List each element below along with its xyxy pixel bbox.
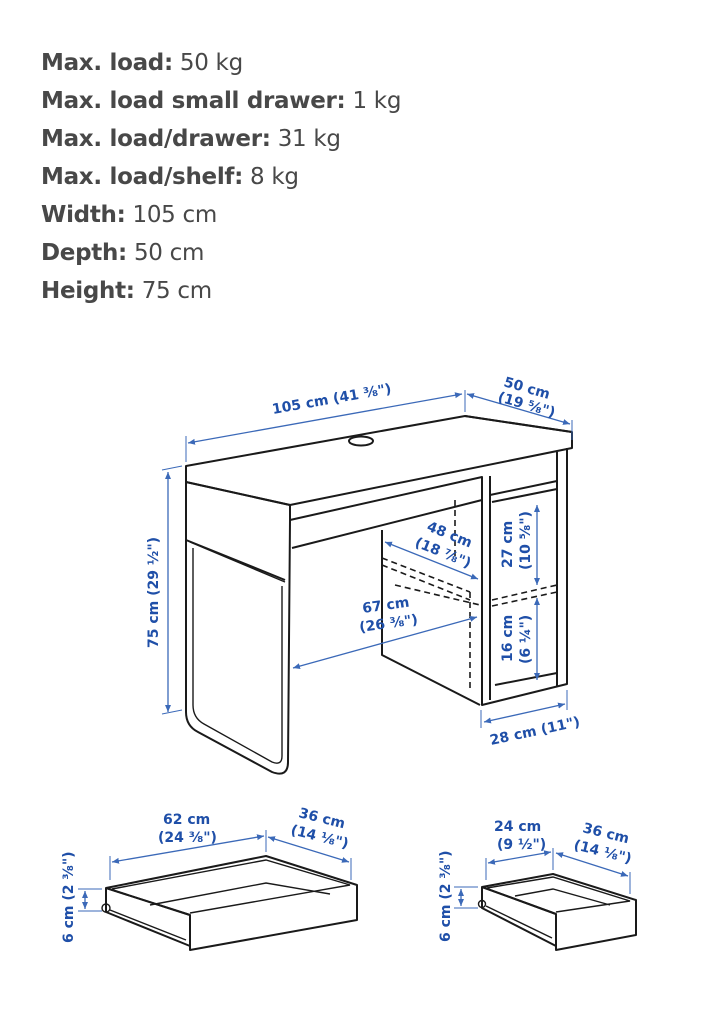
svg-text:(24 ⅜"): (24 ⅜")	[158, 830, 217, 846]
large-drawer-dimensions: 62 cm (24 ⅜") 36 cm (14 ⅛") 6 cm (2 ⅜")	[61, 805, 352, 943]
small-drawer-drawing	[477, 873, 637, 951]
svg-text:6 cm (2 ⅜"): 6 cm (2 ⅜")	[61, 851, 77, 943]
spec-max-load-small-drawer: Max. load small drawer: 1 kg	[41, 88, 402, 114]
svg-text:28 cm (11"): 28 cm (11")	[489, 714, 582, 749]
svg-text:75 cm (29 ½"): 75 cm (29 ½")	[146, 537, 162, 648]
desk-dimensions: 105 cm (41 ⅜") 50 cm (19 ⅝") 75 cm (29 ½…	[146, 374, 582, 748]
large-drawer-drawing	[101, 855, 358, 951]
spec-depth: Depth: 50 cm	[41, 240, 205, 266]
spec-list: Max. load: 50 kg Max. load small drawer:…	[41, 44, 401, 310]
svg-text:6 cm (2 ⅜"): 6 cm (2 ⅜")	[438, 850, 454, 942]
desk-drawing	[185, 415, 573, 775]
cable-hole-icon	[348, 435, 374, 447]
drawer-runner-wheel-icon	[477, 899, 487, 909]
spec-max-load-shelf: Max. load/shelf: 8 kg	[41, 164, 299, 190]
spec-max-load: Max. load: 50 kg	[41, 50, 243, 76]
spec-width: Width: 105 cm	[41, 202, 217, 228]
svg-text:67 cm: 67 cm	[361, 595, 410, 617]
drawer-runner-wheel-icon	[101, 903, 111, 913]
svg-text:27 cm: 27 cm	[500, 521, 516, 568]
svg-text:16 cm: 16 cm	[500, 615, 516, 662]
svg-text:105 cm (41 ⅜"): 105 cm (41 ⅜")	[271, 381, 393, 418]
spec-max-load-drawer: Max. load/drawer: 31 kg	[41, 126, 341, 152]
svg-text:(9 ½"): (9 ½")	[497, 837, 546, 853]
svg-text:(10 ⅝"): (10 ⅝")	[518, 511, 534, 570]
svg-text:62 cm: 62 cm	[163, 812, 210, 828]
svg-text:(6 ¼"): (6 ¼")	[518, 615, 534, 664]
spec-height: Height: 75 cm	[41, 278, 212, 304]
svg-text:24 cm: 24 cm	[494, 819, 541, 835]
